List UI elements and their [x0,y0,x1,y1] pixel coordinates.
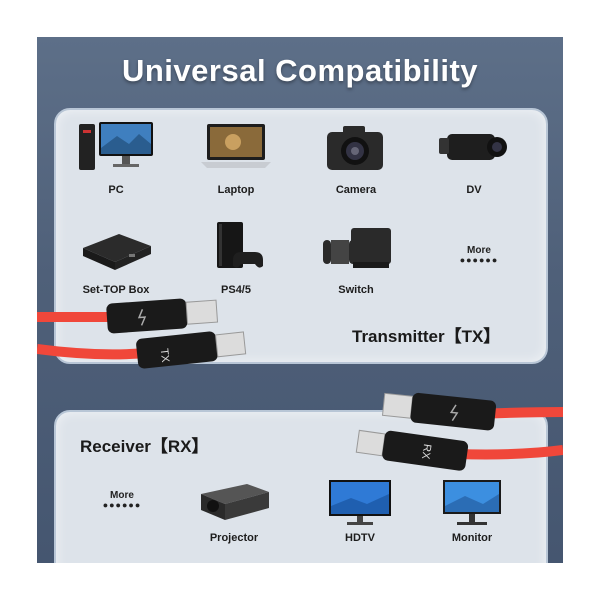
device-camera: Camera [308,118,404,196]
tx-marking: TX [158,348,171,364]
switch-console-icon [323,228,391,268]
device-label: Monitor [451,532,493,544]
camcorder-icon [439,134,507,160]
more-label: More [110,490,134,501]
camera-icon [327,126,383,170]
receiver-panel: Receiver【RX】 More ●●●●●● Projector HDTV [54,410,548,563]
laptop-icon [201,124,271,168]
more-dots: ●●●●●● [459,255,499,265]
device-label: DV [466,184,482,196]
device-label: Set-TOP Box [82,284,150,296]
rx-cable: RX [355,392,563,471]
device-label: Camera [335,184,377,196]
device-monitor: Monitor [424,476,520,544]
receiver-label: Receiver【RX】 [80,437,209,456]
game-console-icon [217,222,263,268]
product-banner: Universal Compatibility PC Laptop [37,37,563,563]
pc-icon [79,122,153,170]
more-label: More [467,245,491,256]
device-dv: DV [426,118,522,196]
more-dots: ●●●●●● [102,500,142,510]
device-label: Projector [209,532,259,544]
device-label: Switch [338,284,374,296]
device-label: Laptop [217,184,255,196]
more-devices-rx: More ●●●●●● [92,490,152,510]
tx-cable: TX [37,298,247,369]
transmitter-label: Transmitter【TX】 [352,327,501,346]
device-label: PC [108,184,124,196]
device-switch: Switch [308,218,404,296]
device-ps45: PS4/5 [188,218,284,296]
device-pc: PC [68,118,164,196]
monitor-icon [443,480,501,525]
device-projector: Projector [186,476,282,544]
more-devices: More ●●●●●● [449,245,509,265]
projector-icon [201,484,269,520]
rx-marking: RX [419,443,433,460]
set-top-box-icon [83,234,151,270]
device-label: HDTV [345,532,375,544]
tv-icon [329,480,391,525]
device-laptop: Laptop [188,118,284,196]
banner-title: Universal Compatibility [121,53,479,88]
device-hdtv: HDTV [312,476,408,544]
device-set-top-box: Set-TOP Box [68,218,164,296]
device-label: PS4/5 [221,284,251,296]
